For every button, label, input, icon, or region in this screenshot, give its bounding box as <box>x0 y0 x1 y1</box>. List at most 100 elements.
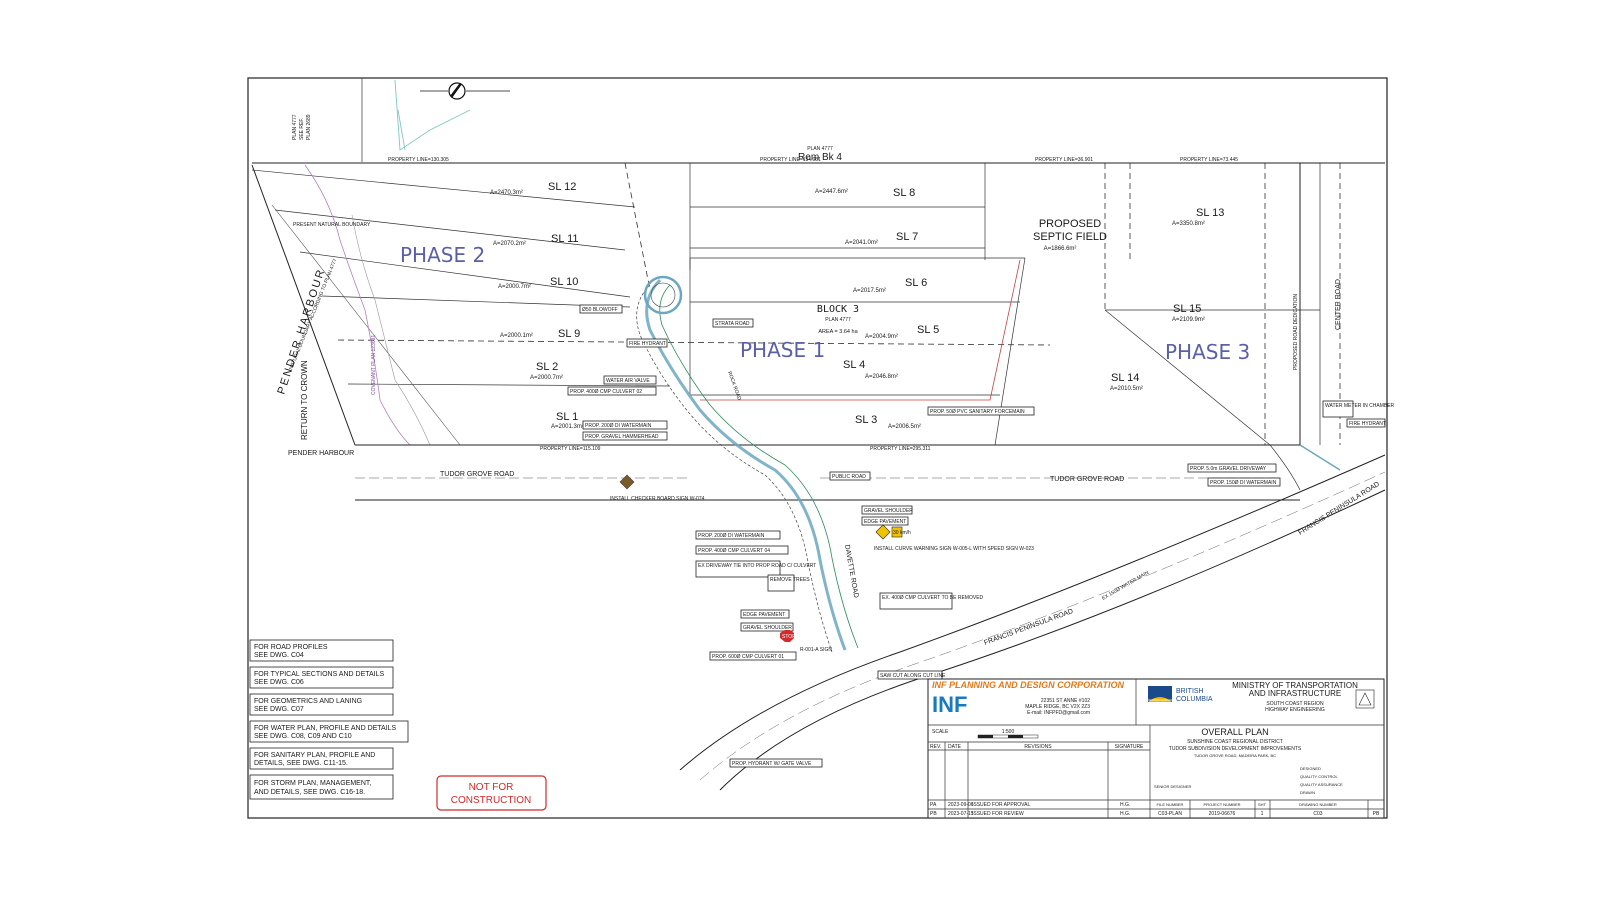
svg-text:PROP. 200Ø DI WATERMAIN: PROP. 200Ø DI WATERMAIN <box>585 423 652 429</box>
svg-text:FOR ROAD PROFILES: FOR ROAD PROFILES <box>254 644 328 651</box>
svg-text:PROP. 400Ø CMP CULVERT 04: PROP. 400Ø CMP CULVERT 04 <box>698 548 770 554</box>
stop-sign-icon: STOP <box>780 630 796 642</box>
lot-name: SL 13 <box>1196 207 1224 219</box>
sheet-label: SHT <box>1258 802 1267 807</box>
plan-top-name: Rem Bk 4 <box>798 152 842 163</box>
callout: PUBLIC ROAD <box>829 471 871 481</box>
callout: PROP. 400Ø CMP CULVERT 02 <box>567 386 657 396</box>
svg-text:PROP. GRAVEL HAMMERHEAD: PROP. GRAVEL HAMMERHEAD <box>585 434 659 440</box>
bc-line2: COLUMBIA <box>1176 696 1213 703</box>
svg-text:H.G.: H.G. <box>1120 811 1130 817</box>
block-plan: PLAN 4777 <box>825 317 851 323</box>
septic-line2: SEPTIC FIELD <box>1033 231 1107 243</box>
return-to-crown-label: RETURN TO CROWN <box>300 360 309 440</box>
lot-name: SL 14 <box>1111 372 1139 384</box>
ministry-crest-icon <box>1355 689 1375 709</box>
lot-area: A=2001.3m² <box>551 424 584 430</box>
site-access-road <box>636 275 859 653</box>
lot-area: A=2006.5m² <box>888 424 921 430</box>
company-name: INF PLANNING AND DESIGN CORPORATION <box>932 680 1125 690</box>
callout: EX. 400Ø CMP CULVERT TO BE REMOVED <box>879 592 984 610</box>
drawn-label: DRAWN <box>1300 790 1315 795</box>
svg-text:PROP. 200Ø DI WATERMAIN: PROP. 200Ø DI WATERMAIN <box>698 533 765 539</box>
lot-name: SL 15 <box>1173 303 1201 315</box>
svg-text:Ø50 BLOWOFF: Ø50 BLOWOFF <box>582 307 618 313</box>
signature-header: SIGNATURE <box>1115 744 1144 750</box>
svg-text:WATER AIR VALVE: WATER AIR VALVE <box>606 378 650 384</box>
lot-name: SL 9 <box>558 328 580 340</box>
checker-sign-note: INSTALL CHECKER BOARD SIGN W-074 <box>610 496 705 502</box>
lot-area: A=2046.8m² <box>865 374 898 380</box>
drawing-subtitle2: TUDOR SUBDIVISION DEVELOPMENT IMPROVEMEN… <box>1169 746 1302 752</box>
callout: WATER METER IN CHAMBER <box>1322 400 1395 418</box>
sheet-number: 1 <box>1261 811 1264 817</box>
stop-sign-text: STOP <box>782 634 796 640</box>
svg-text:PROP. 50Ø PVC SANITARY FORCEMA: PROP. 50Ø PVC SANITARY FORCEMAIN <box>930 409 1025 415</box>
project-number: 2019-06676 <box>1209 811 1236 817</box>
region-line2: HIGHWAY ENGINEERING <box>1265 707 1325 713</box>
drawing-number-label: DRAWING NUMBER <box>1299 802 1337 807</box>
phase-1-label: PHASE 1 <box>740 338 825 362</box>
tudor-grove-road-label-right: TUDOR GROVE ROAD <box>1050 476 1124 483</box>
callout: EDGE PAVEMENT <box>740 609 790 619</box>
svg-text:FOR STORM PLAN, MANAGEMENT,: FOR STORM PLAN, MANAGEMENT, <box>254 780 371 787</box>
svg-text:AND DETAILS, SEE DWG. C16-18.: AND DETAILS, SEE DWG. C16-18. <box>254 789 365 796</box>
bc-line1: BRITISH <box>1176 688 1204 695</box>
callout: PROP. 5.0m GRAVEL DRIVEWAY <box>1187 463 1277 473</box>
company-address2: MAPLE RIDGE, BC V2X 2Z3 <box>1025 704 1090 710</box>
lot-area: A=2000.7m² <box>498 284 531 290</box>
drawing-subtitle1: SUNSHINE COAST REGIONAL DISTRICT <box>1187 739 1283 745</box>
callout: EX DRIVEWAY TIE INTO PROP ROAD C/ CULVER… <box>695 560 816 578</box>
svg-text:SEE DWG. C08, C09 AND C10: SEE DWG. C08, C09 AND C10 <box>254 733 352 740</box>
property-line-2: PROPERTY LINE=134.981 <box>760 157 821 163</box>
scale-label: SCALE <box>932 729 949 735</box>
lot-name: SL 2 <box>536 361 558 373</box>
svg-text:ISSUED FOR APPROVAL: ISSUED FOR APPROVAL <box>972 802 1030 808</box>
present-boundary-label: PRESENT NATURAL BOUNDARY <box>293 222 371 228</box>
lot-name: SL 8 <box>893 187 915 199</box>
revision-row: PA 2023-09-06 ISSUED FOR APPROVAL H.G. <box>930 802 1130 808</box>
lot-name: SL 4 <box>843 359 865 371</box>
callout: REMOVE TREES <box>767 574 810 592</box>
property-line-6: PROPERTY LINE=295.311 <box>870 446 931 452</box>
covenant-plan-label: COVENANT PLAN 123691 <box>371 335 377 395</box>
west-lot-lines <box>251 164 1051 446</box>
svg-text:EDGE PAVEMENT: EDGE PAVEMENT <box>864 519 906 525</box>
company-address1: 22351 ST ANNE #102 <box>1041 698 1090 704</box>
svg-text:EX DRIVEWAY TIE INTO PROP ROAD: EX DRIVEWAY TIE INTO PROP ROAD C/ CULVER… <box>698 563 816 569</box>
callout: PROP. 200Ø DI WATERMAIN <box>695 530 781 540</box>
svg-text:EX. 400Ø CMP CULVERT TO BE REM: EX. 400Ø CMP CULVERT TO BE REMOVED <box>882 595 984 601</box>
drawing-number: C03 <box>1313 811 1322 817</box>
plan-left-line2: SEE REF. <box>299 118 305 140</box>
proposed-road-dedication-label: PROPOSED ROAD DEDICATION <box>1293 294 1299 370</box>
lot-name: SL 10 <box>550 276 578 288</box>
lot-name: SL 3 <box>855 414 877 426</box>
designed-label: DESIGNED <box>1300 766 1321 771</box>
company-email: E-mail: INFPFD@gmail.com <box>1027 710 1090 716</box>
callout: PROP. 50Ø PVC SANITARY FORCEMAIN <box>927 406 1035 416</box>
file-number-label: FILE NUMBER <box>1157 802 1184 807</box>
drawing-title: OVERALL PLAN <box>1201 727 1268 737</box>
inf-logo: INF <box>932 692 967 717</box>
project-number-label: PROJECT NUMBER <box>1203 802 1240 807</box>
quality-control-label: QUALITY CONTROL <box>1300 774 1338 779</box>
svg-text:PB: PB <box>930 811 937 817</box>
property-line-1: PROPERTY LINE=130.305 <box>388 157 449 163</box>
title-block <box>927 678 1385 819</box>
top-left-parcel: PLAN 4777 SEE REF. PLAN 2689 <box>292 78 471 162</box>
east-road-lines <box>1269 444 1341 491</box>
svg-text:ISSUED FOR REVIEW: ISSUED FOR REVIEW <box>972 811 1024 817</box>
svg-text:REMOVE TREES: REMOVE TREES <box>770 577 810 583</box>
lot-area: A=2000.7m² <box>530 375 563 381</box>
callout: PROP. 200Ø DI WATERMAIN <box>582 420 668 430</box>
note-box: FOR STORM PLAN, MANAGEMENT, AND DETAILS, … <box>249 774 394 800</box>
callout: PROP. 600Ø CMP CULVERT 01 <box>709 651 797 661</box>
scale-bar-icon <box>977 734 1039 739</box>
svg-text:PROP. 150Ø DI WATERMAIN: PROP. 150Ø DI WATERMAIN <box>1210 480 1277 486</box>
svg-text:PUBLIC ROAD: PUBLIC ROAD <box>832 474 866 480</box>
lot-name: SL 6 <box>905 277 927 289</box>
